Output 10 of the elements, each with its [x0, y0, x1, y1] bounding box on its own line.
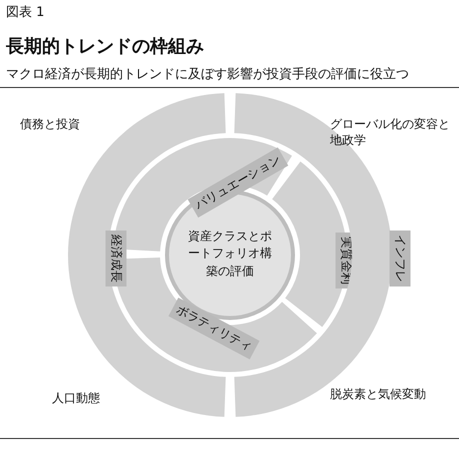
outer-topic-label: 脱炭素と気候変動 [330, 386, 426, 402]
outer-topic-label: 債務と投資 [20, 116, 80, 132]
center-label: 資産クラスとポートフォリオ構築の評価 [187, 228, 273, 280]
segment-label: 経済成長 [106, 230, 126, 286]
heading: 長期的トレンドの枠組み [6, 35, 204, 58]
segment-label: インフレ [390, 230, 410, 286]
figure-number: 図表 1 [6, 4, 44, 22]
outer-topic-label: グローバル化の変容と地政学 [330, 116, 451, 148]
subtitle: マクロ経済が長期的トレンドに及ぼす影響が投資手段の評価に役立つ [6, 66, 409, 84]
outer-topic-label: 人口動態 [52, 390, 100, 406]
